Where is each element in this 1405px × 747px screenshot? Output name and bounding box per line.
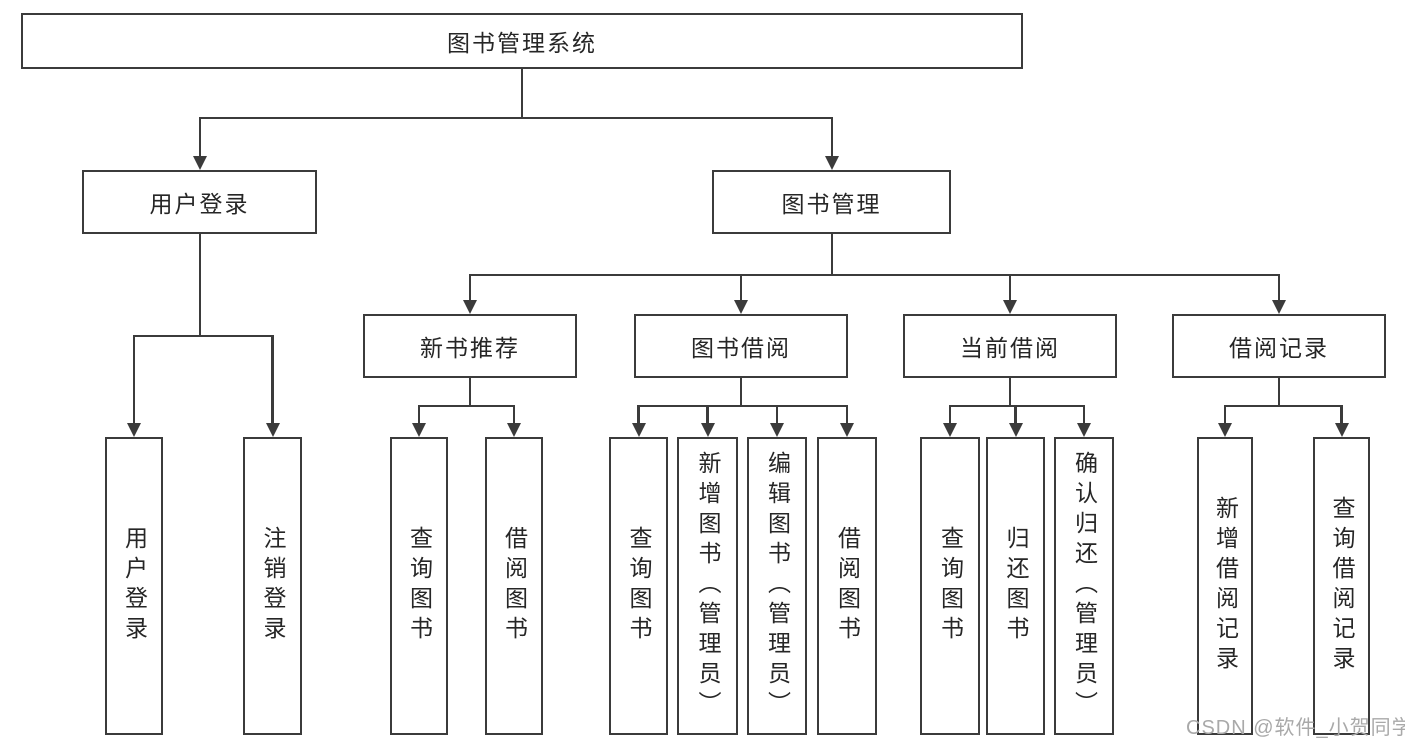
connector <box>198 117 202 159</box>
connector <box>468 377 472 406</box>
node-label: 新书推荐 <box>420 335 520 361</box>
connector <box>739 377 743 406</box>
arrowhead-down-icon <box>1077 423 1091 437</box>
connector <box>198 116 834 119</box>
node-label: 图书管理 <box>781 191 882 217</box>
connector <box>948 404 1086 408</box>
leaf-borrow-books: 借阅图书 <box>817 437 877 735</box>
arrowhead-down-icon <box>193 156 207 170</box>
leaf-label: 确认归还（管理员） <box>1071 451 1098 721</box>
connector <box>468 273 1281 277</box>
leaf-label: 借阅图书 <box>834 526 861 646</box>
arrowhead-down-icon <box>943 423 957 437</box>
leaf-edit-books-admin: 编辑图书（管理员） <box>747 437 807 735</box>
arrowhead-down-icon <box>1008 423 1023 437</box>
connector <box>1082 405 1086 425</box>
arrowhead-down-icon <box>700 423 715 437</box>
connector <box>132 334 274 338</box>
connector <box>739 274 743 302</box>
leaf-return-books: 归还图书 <box>986 437 1045 735</box>
node-borrow-records: 借阅记录 <box>1172 314 1386 378</box>
node-label: 用户登录 <box>149 191 250 217</box>
connector <box>845 405 849 425</box>
leaf-borrow-books-recommend: 借阅图书 <box>485 437 543 735</box>
connector <box>706 405 709 425</box>
leaf-query-books-current: 查询图书 <box>920 437 980 735</box>
connector <box>1223 405 1227 425</box>
leaf-query-borrow-record: 查询借阅记录 <box>1313 437 1370 735</box>
node-user-login: 用户登录 <box>82 170 317 234</box>
connector <box>1008 377 1012 406</box>
node-label: 图书借阅 <box>691 335 791 361</box>
leaf-label: 归还图书 <box>1003 526 1029 646</box>
connector <box>198 233 202 336</box>
arrowhead-down-icon <box>840 423 854 437</box>
csdn-watermark: CSDN @软件_小贺同学 <box>1186 717 1405 739</box>
leaf-label: 查询借阅记录 <box>1329 496 1355 676</box>
leaf-add-books-admin: 新增图书（管理员） <box>677 437 738 735</box>
node-book-management: 图书管理 <box>712 170 951 234</box>
node-label: 当前借阅 <box>960 335 1060 361</box>
arrowhead-down-icon <box>1003 300 1017 314</box>
leaf-add-borrow-record: 新增借阅记录 <box>1197 437 1253 735</box>
node-root-label: 图书管理系统 <box>447 30 597 56</box>
node-current-borrow: 当前借阅 <box>903 314 1117 378</box>
connector <box>1277 274 1281 302</box>
arrowhead-down-icon <box>734 300 748 314</box>
connector <box>1340 405 1343 425</box>
arrowhead-down-icon <box>265 423 280 437</box>
connector <box>948 405 952 425</box>
leaf-confirm-return-admin: 确认归还（管理员） <box>1054 437 1114 735</box>
arrowhead-down-icon <box>825 156 839 170</box>
arrowhead-down-icon <box>463 300 477 314</box>
connector <box>512 405 516 425</box>
leaf-label: 新增借阅记录 <box>1212 496 1239 676</box>
leaf-label: 查询图书 <box>406 526 433 646</box>
connector <box>830 117 834 159</box>
node-root: 图书管理系统 <box>21 13 1023 69</box>
arrowhead-down-icon <box>412 423 426 437</box>
leaf-label: 新增图书（管理员） <box>695 451 721 721</box>
arrowhead-down-icon <box>1334 423 1349 437</box>
connector <box>468 274 472 302</box>
leaf-label: 用户登录 <box>121 526 148 646</box>
connector <box>830 233 834 275</box>
leaf-label: 查询图书 <box>626 526 652 646</box>
node-label: 借阅记录 <box>1229 335 1329 361</box>
connector <box>1008 274 1012 302</box>
connector <box>417 404 516 408</box>
leaf-logout: 注销登录 <box>243 437 302 735</box>
connector <box>637 404 849 408</box>
leaf-label: 编辑图书（管理员） <box>764 451 791 721</box>
arrowhead-down-icon <box>1272 300 1286 314</box>
connector <box>1223 404 1343 408</box>
leaf-user-login: 用户登录 <box>105 437 163 735</box>
connector <box>132 335 136 425</box>
node-new-book-recommend: 新书推荐 <box>363 314 577 378</box>
connector <box>1014 405 1017 425</box>
connector <box>775 405 779 425</box>
node-book-borrow: 图书借阅 <box>634 314 848 378</box>
arrowhead-down-icon <box>507 423 521 437</box>
leaf-label: 查询图书 <box>937 526 964 646</box>
connector <box>1277 377 1281 406</box>
connector <box>417 405 421 425</box>
connector <box>637 405 640 425</box>
leaf-query-books-recommend: 查询图书 <box>390 437 448 735</box>
arrowhead-down-icon <box>1218 423 1232 437</box>
leaf-label: 注销登录 <box>260 526 286 646</box>
connector <box>520 68 524 118</box>
arrowhead-down-icon <box>631 423 646 437</box>
connector <box>271 335 274 425</box>
arrowhead-down-icon <box>770 423 784 437</box>
leaf-query-books-borrow: 查询图书 <box>609 437 668 735</box>
arrowhead-down-icon <box>127 423 141 437</box>
leaf-label: 借阅图书 <box>501 526 528 646</box>
